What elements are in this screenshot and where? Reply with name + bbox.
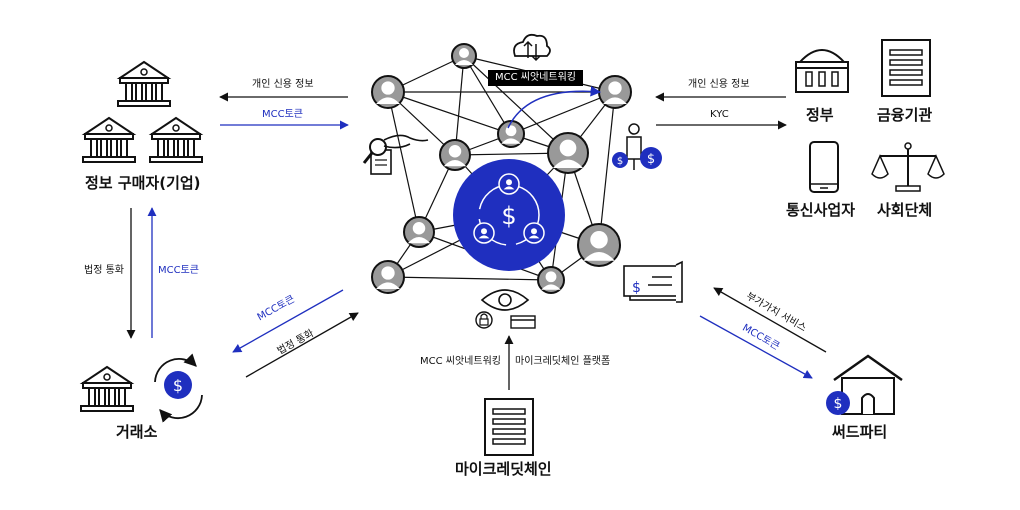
financial-building-icon — [881, 39, 931, 97]
card-icon — [510, 315, 536, 329]
microledger-building-icon — [484, 398, 534, 456]
network-edge — [463, 55, 512, 135]
arrow-token-to-exchange — [232, 289, 344, 353]
network-node-person-icon — [451, 43, 477, 69]
network-node-person-icon — [497, 120, 525, 148]
label-government: 정부 — [806, 106, 834, 124]
exchange-coin-icon: $ — [154, 353, 203, 423]
network-node-person-icon — [403, 216, 435, 248]
flow-label-credit-info-right: 개인 신용 정보 — [688, 79, 750, 90]
network-node-person-icon — [371, 260, 405, 294]
label-social: 사회단체 — [877, 201, 933, 219]
network-node-person-icon — [537, 266, 565, 294]
arrow-token-to-third — [699, 315, 813, 379]
bank-icon — [149, 117, 203, 163]
svg-text:$: $ — [834, 396, 843, 412]
scales-icon — [871, 142, 945, 192]
eye-icon — [480, 289, 530, 311]
network-edge — [463, 55, 569, 154]
svg-text:$: $ — [617, 156, 623, 167]
networking-curve-arrow — [507, 85, 602, 129]
arrow-value-service — [713, 287, 827, 353]
bank-icon — [117, 61, 171, 107]
cheque-icon: $ — [623, 260, 683, 303]
flow-label-platform: 마이크레딧체인 플랫폼 — [515, 356, 611, 367]
flow-label-legal-down: 법정 통화 — [84, 265, 124, 276]
center-dollar-icon: $ — [501, 202, 516, 230]
network-edge — [387, 276, 552, 281]
flow-label-networking-bottom: MCC 씨앗네트워킹 — [420, 356, 501, 367]
government-icon — [795, 49, 849, 93]
network-edge — [387, 91, 420, 233]
networking-badge: MCC 씨앗네트워킹 — [488, 70, 583, 86]
network-edge — [598, 91, 616, 246]
magnifier-hand-icon — [362, 134, 429, 175]
label-info-buyer: 정보 구매자(기업) — [85, 174, 201, 192]
network-node-person-icon — [371, 75, 405, 109]
flow-label-credit-info-left: 개인 신용 정보 — [252, 79, 314, 90]
network-edge — [454, 55, 465, 156]
label-third-party: 써드파티 — [832, 423, 888, 441]
bank-icon — [80, 366, 134, 412]
label-financial: 금융기관 — [877, 106, 933, 124]
svg-text:$: $ — [632, 280, 641, 296]
svg-text:$: $ — [173, 376, 183, 395]
flow-label-token-left: MCC토큰 — [262, 109, 303, 120]
label-exchange: 거래소 — [116, 423, 158, 441]
network-node-person-icon — [439, 139, 471, 171]
flow-label-token-up: MCC토큰 — [158, 265, 199, 276]
house-icon: $ — [826, 354, 903, 415]
svg-text:$: $ — [647, 152, 655, 167]
flow-label-kyc: KYC — [710, 109, 729, 120]
network-edge — [510, 91, 616, 135]
person-coins-icon: $ $ — [612, 123, 662, 170]
bank-icon — [82, 117, 136, 163]
network-node-person-icon — [577, 223, 621, 267]
lock-icon — [475, 311, 493, 329]
cloud-sync-icon — [513, 33, 551, 62]
network-node-person-icon — [598, 75, 632, 109]
network-node-person-icon — [547, 132, 589, 174]
network-edge — [387, 91, 512, 135]
label-telecom: 통신사업자 — [786, 201, 856, 219]
label-microledger: 마이크레딧체인 — [455, 460, 552, 478]
phone-icon — [809, 141, 839, 193]
arrow-legal-to-network — [245, 312, 359, 378]
